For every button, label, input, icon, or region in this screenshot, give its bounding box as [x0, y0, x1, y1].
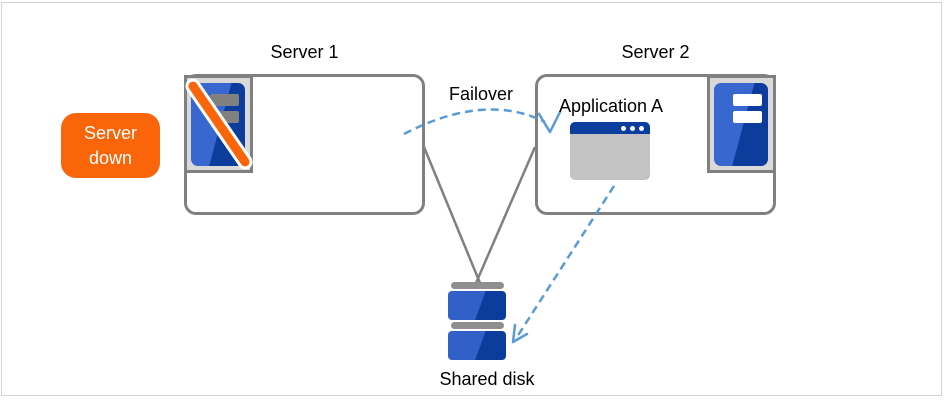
disk-platter [448, 331, 506, 360]
application-label: Application A [558, 96, 664, 116]
disk-cap-bar [450, 322, 504, 329]
server-down-badge: Server down [61, 113, 160, 178]
server2-icon [707, 75, 776, 173]
server-slot-bar [733, 94, 762, 106]
window-dot-icon [621, 125, 626, 131]
server-tower-icon [714, 83, 768, 166]
window-dot-icon [639, 125, 644, 131]
server1-icon [184, 75, 253, 173]
application-window-icon [570, 122, 650, 180]
failover-arrowhead-icon [537, 110, 562, 134]
server-down-badge-line2: down [88, 147, 133, 168]
failover-label: Failover [448, 84, 514, 104]
app-to-disk-arrowhead-icon [511, 323, 529, 344]
failover-arrow [403, 108, 546, 136]
server2-title: Server 2 [621, 42, 690, 62]
server1-title: Server 1 [270, 42, 339, 62]
shared-disk-icon [448, 282, 506, 362]
shared-disk-label: Shared disk [439, 369, 535, 389]
disk-cap-bar [450, 282, 504, 289]
server-slot-bar [733, 111, 762, 123]
server-down-badge-line1: Server [83, 122, 137, 143]
server-slot-bar [210, 94, 239, 106]
diagram-canvas [1, 2, 942, 396]
window-dot-icon [630, 125, 635, 131]
disk-platter [448, 291, 506, 320]
server2-storage-link [474, 146, 537, 284]
app-to-disk-arrow [515, 185, 616, 338]
server1-storage-link [422, 146, 482, 284]
app-titlebar [570, 122, 650, 134]
